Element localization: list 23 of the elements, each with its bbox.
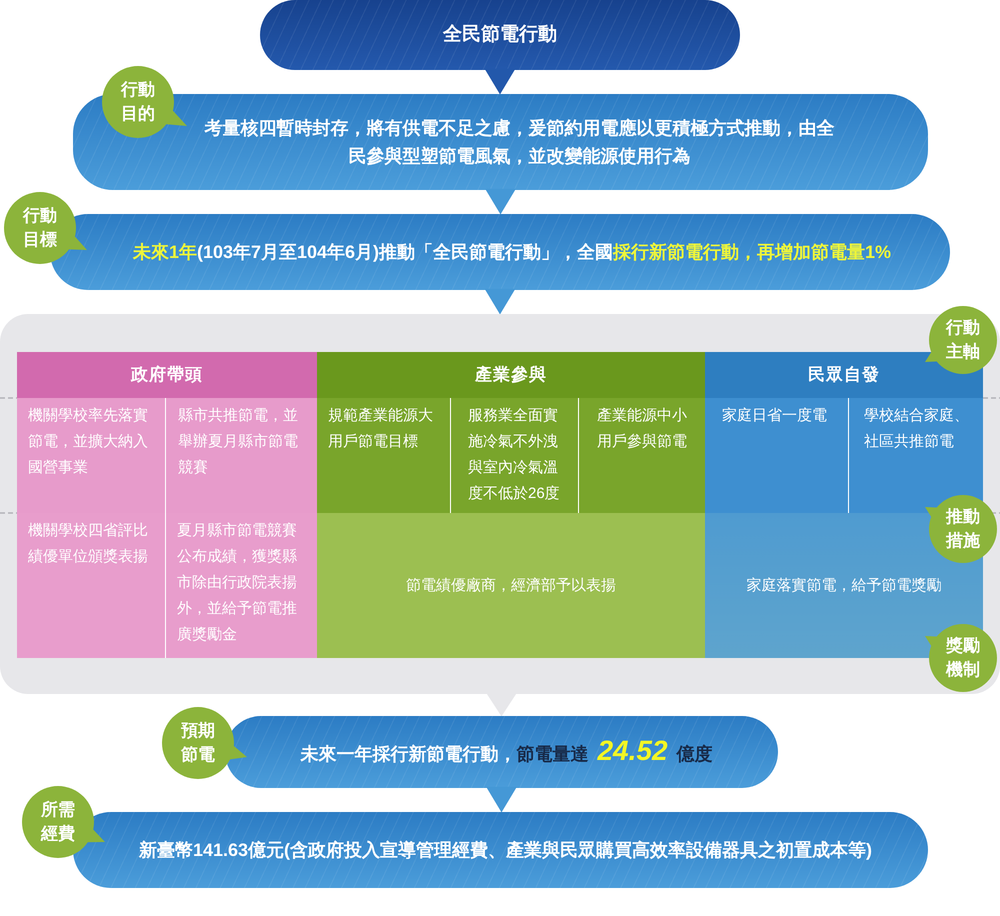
table-cell: 機關學校率先落實節電，並擴大納入國營事業	[17, 398, 165, 513]
banner: 未來一年採行新節電行動，節電量達 24.52 億度	[225, 716, 778, 788]
flow-arrow	[486, 786, 517, 812]
flow-arrow	[484, 68, 516, 94]
flow-arrow	[485, 188, 516, 214]
table-cell: 節電績優廠商，經濟部予以表揚	[317, 513, 705, 658]
column-heading: 產業參與	[475, 364, 547, 386]
table-cell: 縣市共推節電，並舉辦夏月縣市節電競賽	[165, 398, 317, 513]
table-cell: 家庭日省一度電	[705, 398, 848, 513]
column-panel	[17, 352, 317, 658]
table-cell: 規範產業能源大用戶節電目標	[317, 398, 450, 513]
content-panel	[0, 314, 1000, 694]
banner: 新臺幣141.63億元(含政府投入宣導管理經費、產業與民眾購買高效率設備器具之初置成本等)	[73, 812, 928, 888]
table-cell: 機關學校四省評比績優單位頒獎表揚	[17, 513, 165, 658]
column-panel	[317, 352, 705, 658]
flow-arrow	[484, 288, 516, 314]
table-cell: 產業能源中小用戶參與節電	[578, 398, 705, 513]
table-cell: 夏月縣市節電競賽公布成績，獲獎縣市除由行政院表揚外，並給予節電推廣獎勵金	[165, 513, 317, 658]
table-cell: 服務業全面實施冷氣不外洩與室內冷氣溫度不低於26度	[450, 398, 578, 513]
banner: 全民節電行動	[260, 0, 740, 70]
column-heading: 民眾自發	[808, 364, 880, 386]
column-heading: 政府帶頭	[131, 364, 203, 386]
flow-arrow	[486, 692, 517, 716]
